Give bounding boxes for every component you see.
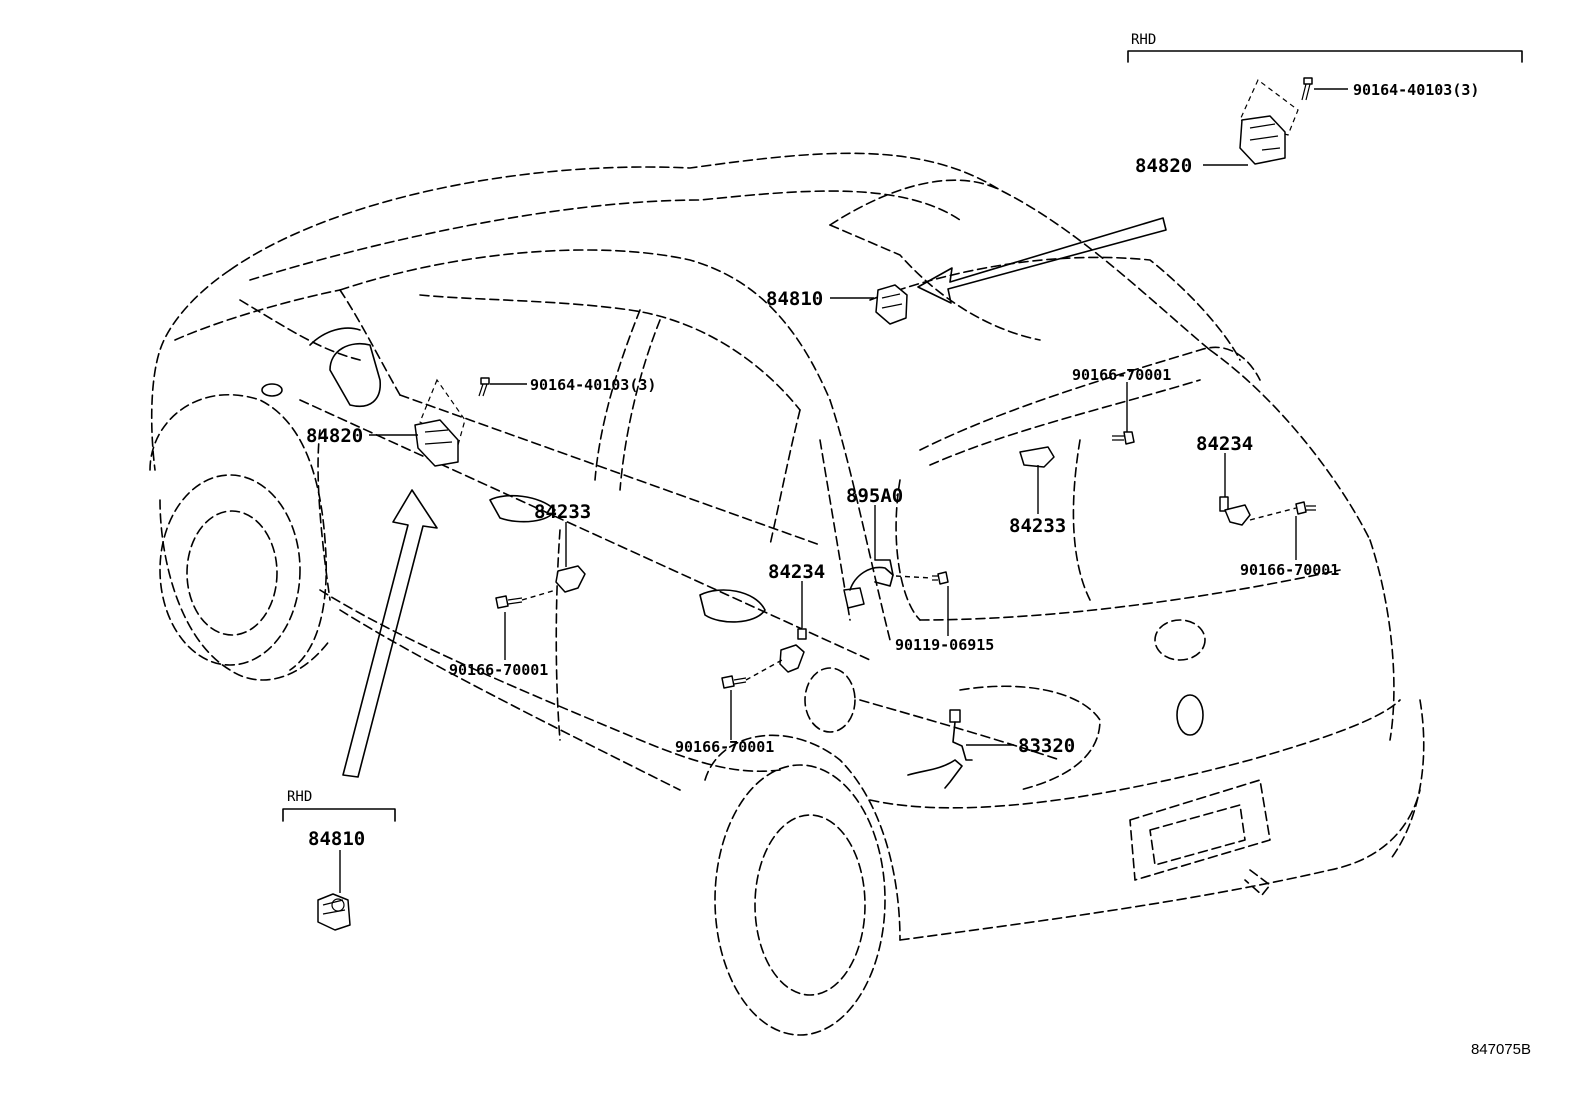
car-body-outline [149,152,1425,1036]
part-84233-front-icon [555,565,586,593]
screw-90166-front-icon [495,589,557,609]
rhd-label-top: RHD [1131,32,1156,48]
part-83320-icon [907,709,973,789]
callout-90164-rhd: 90164-40103(3) [1353,81,1479,99]
drawing-number: 847075B [1471,1041,1531,1058]
callout-84810-rhd: 84810 [308,828,365,850]
part-84810-rhd-icon [317,893,351,931]
callout-84233-front: 84233 [534,501,591,523]
callout-895A0: 895A0 [846,485,903,507]
callout-84234-rear: 84234 [1196,433,1253,455]
callout-90166-rear-right: 90166-70001 [1240,561,1339,579]
part-84810-main-icon [875,284,908,325]
callout-84820-rhd: 84820 [1135,155,1192,177]
rhd-bracket-bottom: RHD [282,789,396,822]
screw-90166-rear-top-icon [1112,431,1135,445]
part-84820-main-icon [414,378,466,467]
callout-90166-rear-top: 90166-70001 [1072,366,1171,384]
part-895A0-icon [843,559,894,609]
callout-90164-main: 90164-40103(3) [530,376,656,394]
part-84234-mid-icon [779,628,807,673]
callout-84810-main: 84810 [766,288,823,310]
screw-90166-rear-right-icon [1249,501,1316,521]
callout-90166-front: 90166-70001 [449,661,548,679]
part-84233-rear-icon [1019,446,1055,468]
direction-arrow-front [342,489,438,778]
rhd-label-bottom: RHD [287,789,312,805]
direction-arrow-rear [917,217,1167,304]
part-84234-rear-icon [1219,496,1251,526]
screw-90164-main-icon [478,377,490,397]
callout-84233-rear: 84233 [1009,515,1066,537]
leader-lines [339,88,1348,893]
screw-90166-mid-icon [721,659,783,689]
part-84820-rhd-icon [1239,79,1299,165]
callout-90166-mid: 90166-70001 [675,738,774,756]
callout-83320: 83320 [1018,735,1075,757]
callout-84820-main: 84820 [306,425,363,447]
screw-90164-rhd-icon [1301,77,1313,101]
callout-90119: 90119-06915 [895,636,994,654]
callout-84234-mid: 84234 [768,561,825,583]
screw-90119-icon [895,571,949,585]
rhd-bracket-top: RHD [1127,32,1523,63]
